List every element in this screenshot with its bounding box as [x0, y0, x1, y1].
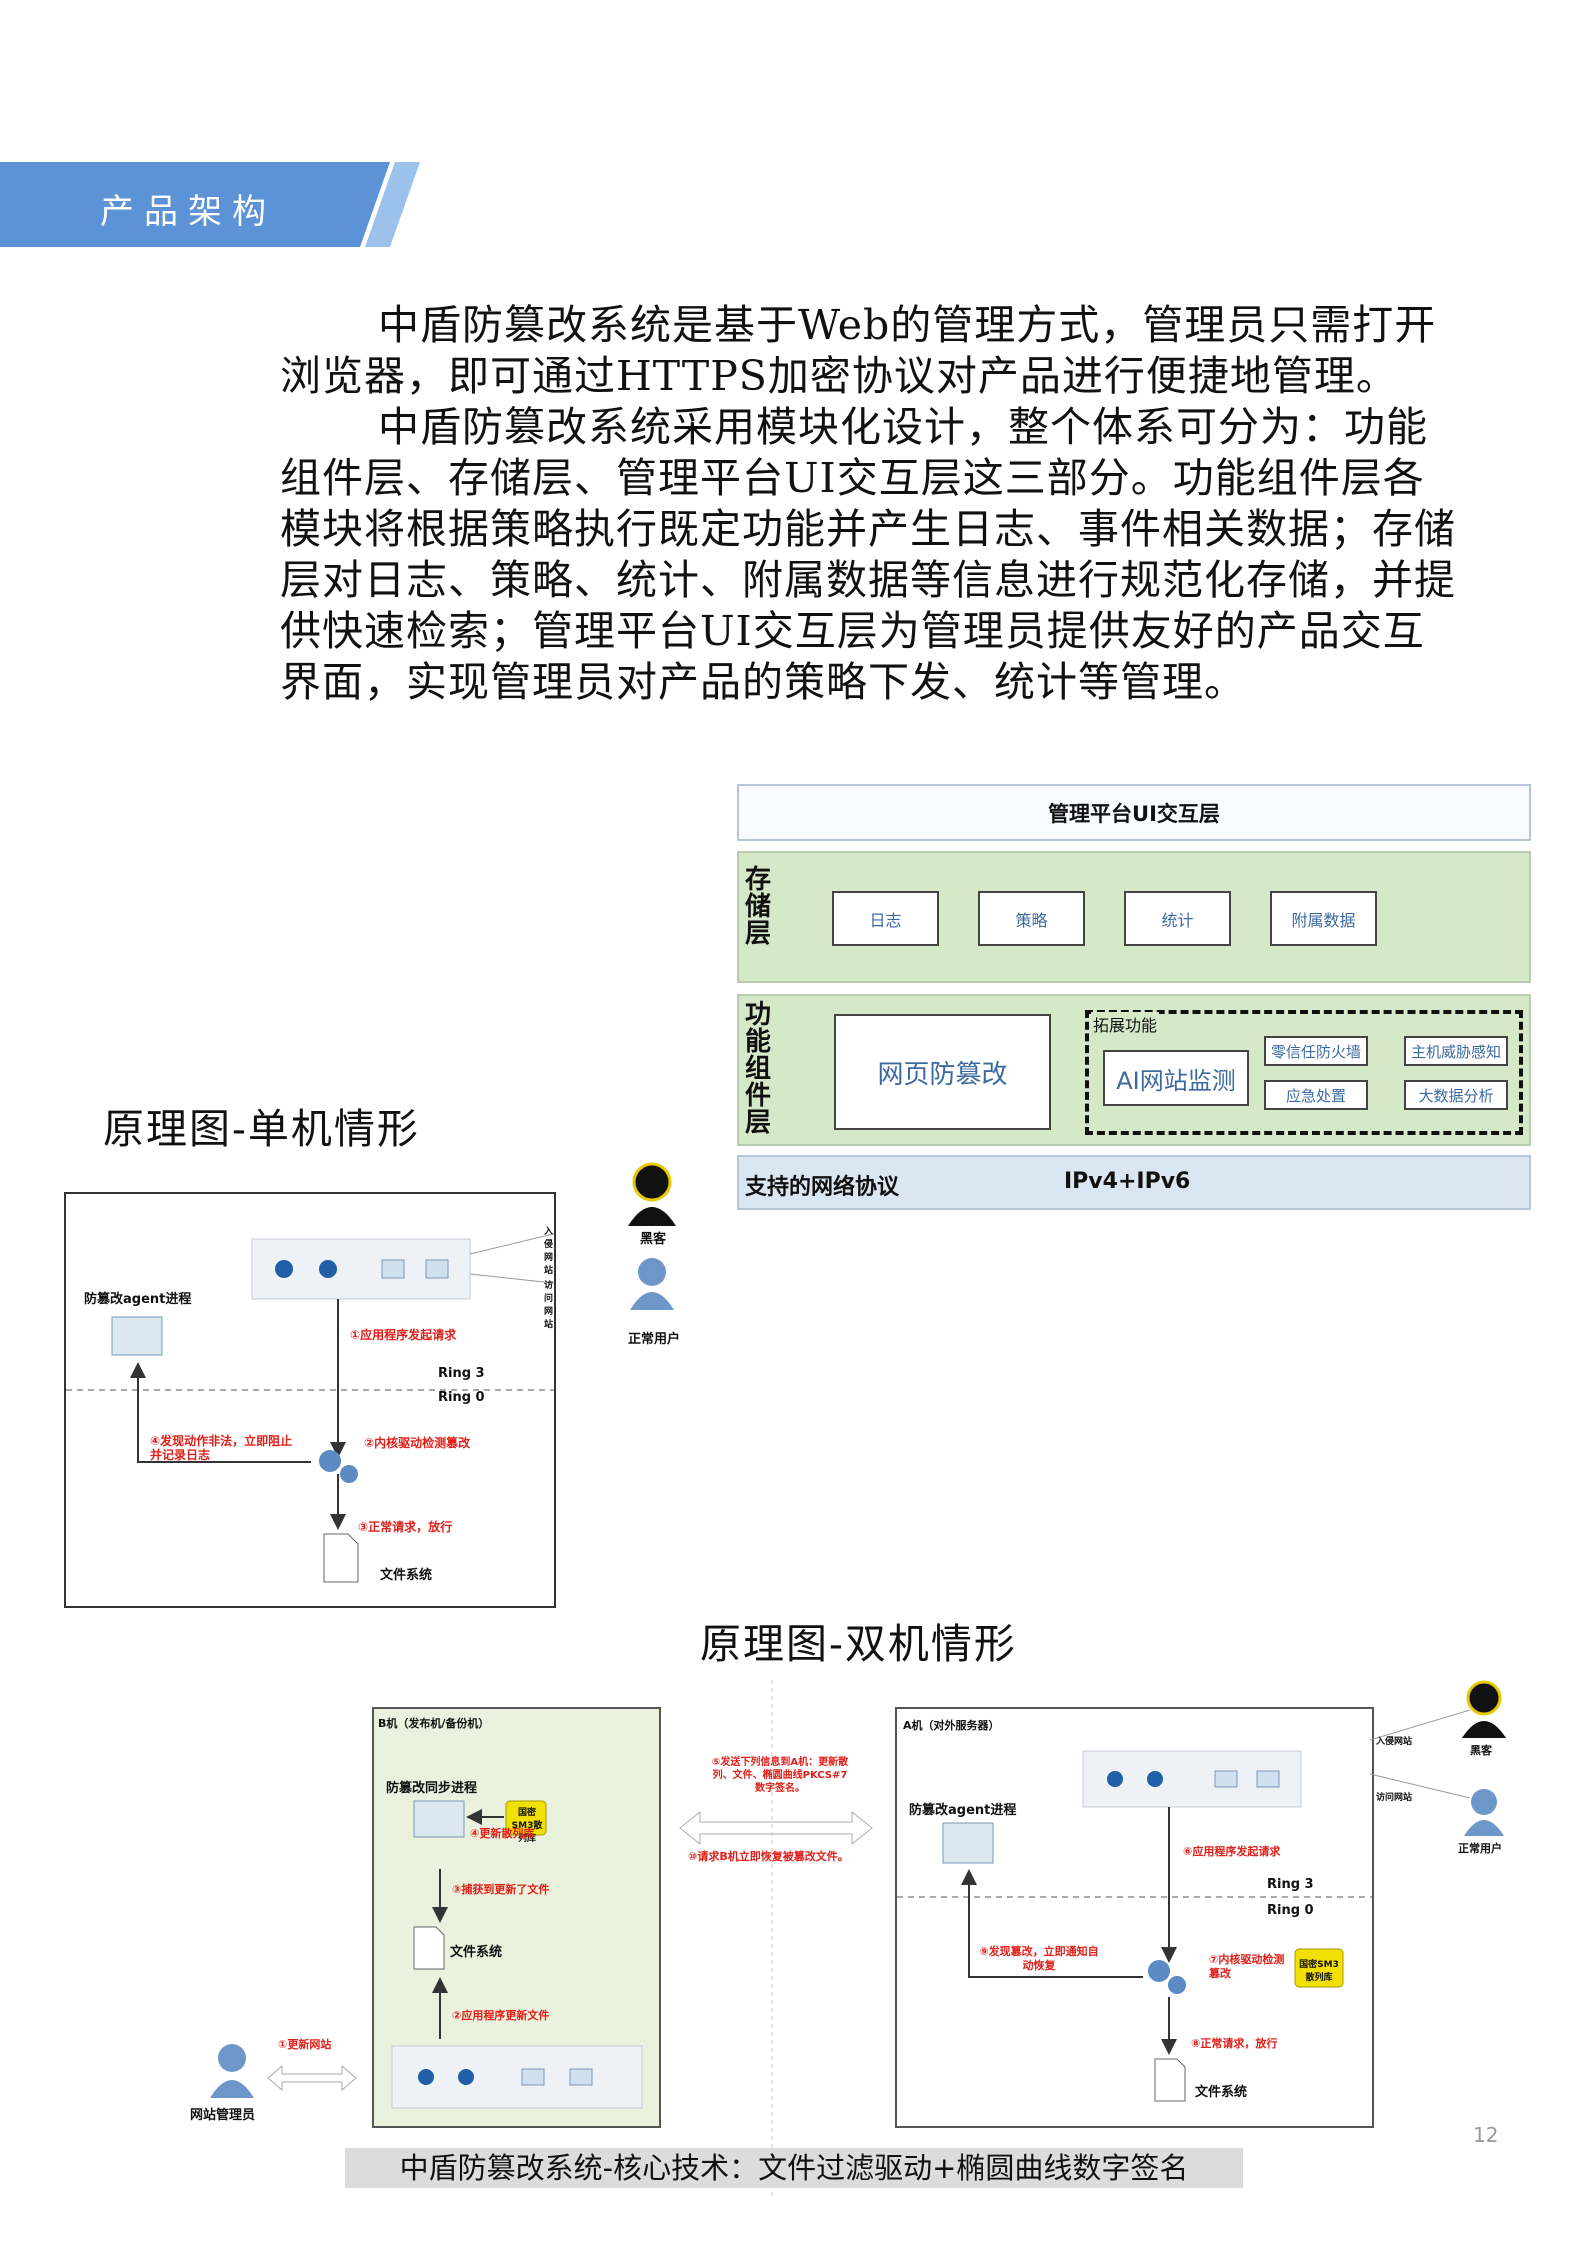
a-hacker: 黑客 — [1470, 1744, 1492, 1757]
single-step2: ②内核驱动检测篡改 — [364, 1436, 471, 1450]
caption-single: 原理图-单机情形 — [103, 1105, 420, 1153]
a-step7: ⑦内核驱动检测篡改 — [1209, 1953, 1285, 1980]
network-value: IPv4+IPv6 — [1064, 1169, 1191, 1194]
function-main: 网页防篡改 — [834, 1014, 1051, 1130]
dual-mid-arrow — [679, 1810, 873, 1846]
dual-b-machine: B机（发布机/备份机） 防篡改同步进程 国密SM3散列库 ④更新散列库 ③捕获到… — [372, 1707, 661, 2128]
single-user-link: 访问网站 — [544, 1281, 554, 1330]
single-agent-label: 防篡改agent进程 — [84, 1292, 192, 1307]
a-fs: 文件系统 — [1195, 2085, 1248, 2100]
dual-admin-step1: ①更新网站 — [278, 2038, 332, 2051]
ext-big-data: 大数据分析 — [1404, 1080, 1508, 1110]
dual-a-graphics — [897, 1750, 1372, 2102]
core-tech-caption: 中盾防篡改系统-核心技术：文件过滤驱动+椭圆曲线数字签名 — [345, 2148, 1243, 2188]
b-title: B机（发布机/备份机） — [378, 1717, 490, 1730]
extension-frame: 拓展功能 AI网站监测 零信任防火墙 主机威胁感知 应急处置 大数据分析 — [1085, 1010, 1523, 1135]
dual-admin-graphics — [210, 2044, 357, 2098]
a-step8: ⑧正常请求，放行 — [1191, 2037, 1278, 2050]
single-ring3: Ring 3 — [438, 1366, 485, 1381]
diagram-single: 防篡改agent进程 入侵网站 访问网站 ①应用程序发起请求 Ring 3 Ri… — [64, 1192, 556, 1608]
ai-monitor: AI网站监测 — [1103, 1050, 1249, 1106]
ui-layer-label: 管理平台UI交互层 — [1048, 802, 1220, 826]
dual-b-graphics — [391, 1800, 643, 2109]
ui-layer: 管理平台UI交互层 — [737, 784, 1531, 841]
paragraph-1: 中盾防篡改系统是基于Web的管理方式，管理员只需打开浏览器，即可通过HTTPS加… — [280, 301, 1437, 400]
a-user: 正常用户 — [1458, 1842, 1502, 1855]
page-number: 12 — [1473, 2123, 1499, 2147]
a-ring3: Ring 3 — [1267, 1877, 1314, 1892]
a-sm3: 国密SM3散列库 — [1299, 1960, 1339, 1983]
a-step6: ⑥应用程序发起请求 — [1183, 1845, 1281, 1858]
a-title: A机（对外服务器） — [903, 1719, 1000, 1732]
ext-emergency: 应急处置 — [1264, 1080, 1368, 1110]
storage-item-attached: 附属数据 — [1270, 891, 1377, 946]
b-step3: ③捕获到更新了文件 — [452, 1883, 550, 1896]
function-layer-label: 功能组件层 — [744, 1000, 771, 1138]
dual-mid-step5: ⑤发送下列信息到A机：更新散列、文件、椭圆曲线PKCS#7数字签名。 — [711, 1757, 849, 1794]
single-step3: ③正常请求，放行 — [358, 1520, 453, 1534]
ext-host-threat: 主机威胁感知 — [1404, 1036, 1508, 1066]
single-people — [628, 1162, 676, 1310]
network-layer: 支持的网络协议 IPv4+IPv6 — [737, 1155, 1531, 1210]
storage-layer: 存储层 日志 策略 统计 附属数据 — [737, 851, 1531, 983]
single-fs: 文件系统 — [380, 1568, 433, 1583]
a-ring0: Ring 0 — [1267, 1903, 1314, 1918]
extension-title: 拓展功能 — [1091, 1012, 1160, 1036]
single-user: 正常用户 — [628, 1332, 681, 1347]
dual-mid-step10: ⑩请求B机立即恢复被篡改文件。 — [688, 1850, 849, 1863]
dual-a-machine: A机（对外服务器） 防篡改agent进程 ⑥应用程序发起请求 Ring 3 Ri… — [895, 1707, 1374, 2128]
ext-zero-trust: 零信任防火墙 — [1264, 1036, 1368, 1066]
b-sm3: 国密SM3散列库 — [511, 1808, 543, 1844]
dual-divider — [771, 1680, 773, 2200]
single-ring0: Ring 0 — [438, 1390, 485, 1405]
a-agent: 防篡改agent进程 — [909, 1803, 1017, 1818]
storage-layer-label: 存储层 — [744, 865, 771, 949]
b-step4: ④更新散列库 — [470, 1827, 535, 1840]
a-step9: ⑨发现篡改，立即通知自动恢复 — [979, 1945, 1099, 1972]
storage-item-stats: 统计 — [1124, 891, 1231, 946]
b-sync: 防篡改同步进程 — [386, 1781, 478, 1796]
section-banner — [0, 162, 420, 247]
section-title: 产品架构 — [100, 192, 276, 232]
storage-item-policy: 策略 — [978, 891, 1085, 946]
single-hacker-link: 入侵网站 — [544, 1227, 554, 1276]
single-step1: ①应用程序发起请求 — [350, 1328, 457, 1342]
caption-dual: 原理图-双机情形 — [700, 1620, 1017, 1668]
dual-a-people — [1370, 1680, 1506, 1836]
b-fs: 文件系统 — [450, 1945, 503, 1960]
diagram-single-graphics — [66, 1233, 554, 1583]
a-user-link: 访问网站 — [1376, 1793, 1413, 1803]
network-label: 支持的网络协议 — [745, 1175, 900, 1200]
function-layer: 功能组件层 网页防篡改 拓展功能 AI网站监测 零信任防火墙 主机威胁感知 应急… — [737, 994, 1531, 1146]
storage-item-log: 日志 — [832, 891, 939, 946]
a-hacker-link: 入侵网站 — [1376, 1737, 1413, 1747]
single-hacker: 黑客 — [640, 1232, 667, 1247]
b-step2: ②应用程序更新文件 — [452, 2009, 550, 2022]
paragraph-2: 中盾防篡改系统采用模块化设计，整个体系可分为：功能组件层、存储层、管理平台UI交… — [280, 403, 1456, 706]
body-text: 中盾防篡改系统是基于Web的管理方式，管理员只需打开浏览器，即可通过HTTPS加… — [280, 300, 1460, 708]
single-step4: ④发现动作非法，立即阻止并记录日志 — [150, 1434, 293, 1462]
dual-admin: 网站管理员 — [190, 2108, 256, 2123]
